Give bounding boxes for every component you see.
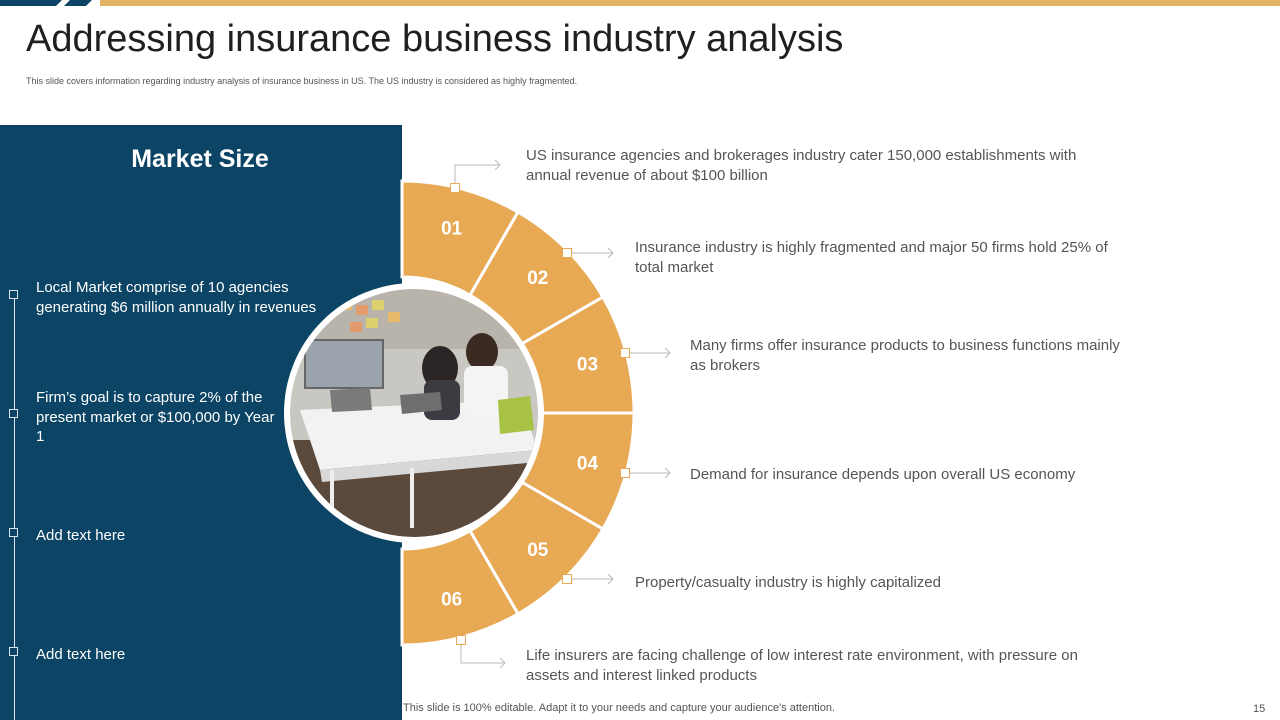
connector-marker-3 <box>620 348 630 358</box>
bullet-marker-4 <box>9 647 18 656</box>
bullet-marker-2 <box>9 409 18 418</box>
segment-06 <box>400 528 521 647</box>
market-item-3: Add text here <box>36 527 126 544</box>
segment-text-6: Life insurers are facing challenge of lo… <box>526 647 1078 684</box>
connector-marker-1 <box>450 183 460 193</box>
segment-number-03: 03 <box>577 354 598 375</box>
connector-arrow-5 <box>607 573 614 585</box>
segment-text-1: US insurance agencies and brokerages ind… <box>526 147 1077 184</box>
market-item-4: Add text here <box>36 646 126 663</box>
segment-number-02: 02 <box>527 268 548 289</box>
page-number: 15 <box>1253 703 1266 715</box>
segment-number-01: 01 <box>441 219 463 240</box>
segment-text-3: Many firms offer insurance products to b… <box>690 337 1120 374</box>
connector-arrow-1 <box>494 159 501 171</box>
connector-arrow-2 <box>607 247 614 259</box>
connector-arrow-4 <box>664 467 671 479</box>
connector-marker-5 <box>562 574 572 584</box>
segment-text-4: Demand for insurance depends upon overal… <box>690 466 1076 483</box>
top-accent-bar <box>0 0 1280 6</box>
page-title: Addressing insurance business industry a… <box>26 18 844 60</box>
segment-number-06: 06 <box>441 589 462 610</box>
market-size-title: Market Size <box>131 145 269 173</box>
segment-text-5: Property/casualty industry is highly cap… <box>635 574 941 591</box>
bullet-marker-1 <box>9 290 18 299</box>
connector-line-6 <box>460 640 505 664</box>
market-item-2: Firm’s goal is to capture 2% of the pres… <box>36 389 275 445</box>
segment-number-05: 05 <box>527 540 549 561</box>
footer-note: This slide is 100% editable. Adapt it to… <box>403 702 835 714</box>
connector-line-1 <box>454 164 500 188</box>
connector-arrow-6 <box>499 657 506 669</box>
connector-marker-2 <box>562 248 572 258</box>
connector-marker-4 <box>620 468 630 478</box>
connector-marker-6 <box>456 635 466 645</box>
timeline-line <box>14 290 15 720</box>
connector-arrow-3 <box>664 347 671 359</box>
bullet-marker-3 <box>9 528 18 537</box>
segment-number-04: 04 <box>577 454 599 475</box>
page-subtitle: This slide covers information regarding … <box>26 76 578 86</box>
meeting-photo <box>284 283 544 543</box>
market-item-1: Local Market comprise of 10 agencies gen… <box>36 279 317 316</box>
segment-text-2: Insurance industry is highly fragmented … <box>635 239 1108 276</box>
